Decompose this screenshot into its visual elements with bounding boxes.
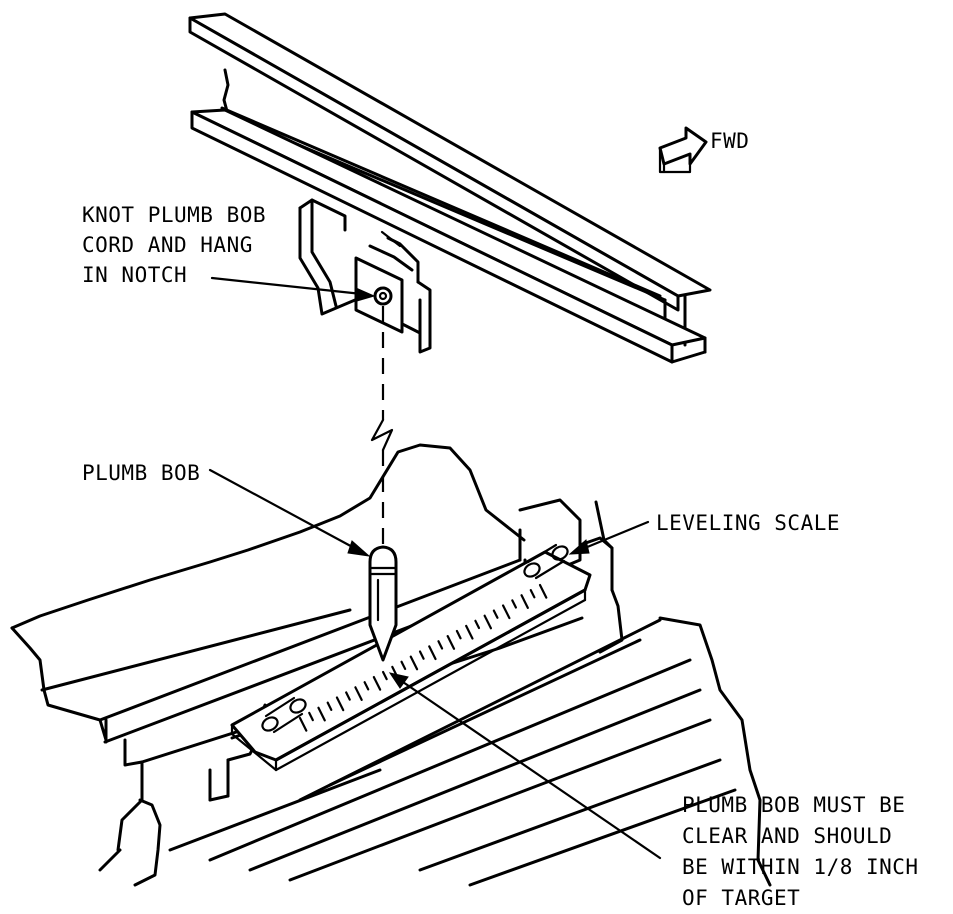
scale-tick [418, 650, 425, 660]
scale-tick [298, 716, 308, 732]
fwd-label: FWD [710, 129, 749, 153]
scale-tick [345, 691, 351, 701]
scale-tick [308, 711, 314, 722]
scale-tick [335, 696, 345, 712]
scale-tick [381, 670, 388, 681]
plumb-bob [368, 545, 398, 662]
scale-tick [428, 645, 437, 661]
scale-tick [529, 589, 536, 599]
clearance-label-line-3: BE WITHIN 1/8 INCH [682, 855, 919, 879]
scale-tick [409, 655, 419, 671]
fwd-arrow-icon [658, 126, 708, 174]
scale-tick [446, 635, 456, 650]
scale-slot-left [261, 696, 307, 734]
scale-tick [474, 619, 481, 630]
clearance-label-line-2: CLEAR AND SHOULD [682, 824, 892, 848]
scale-tick [483, 614, 493, 630]
scale-tick [501, 604, 511, 620]
leader-lines [208, 276, 662, 860]
callout-knot: KNOT PLUMB BOB CORD AND HANG IN NOTCH [82, 203, 266, 287]
scale-tick [492, 609, 499, 619]
upper-i-beam [188, 12, 712, 364]
scale-tick [455, 629, 462, 640]
seat-track [98, 498, 772, 887]
scale-tick [400, 660, 407, 671]
knot-label-line-1: KNOT PLUMB BOB [82, 203, 266, 227]
scale-tick [317, 706, 326, 722]
plumb-bob-label: PLUMB BOB [82, 461, 200, 485]
floor-panel [10, 443, 527, 744]
scale-tick [363, 681, 370, 691]
scale-slot-right [523, 543, 569, 580]
scale-tick [354, 686, 363, 702]
scale-tick [372, 675, 382, 691]
leveling-scale-label: LEVELING SCALE [656, 511, 840, 535]
plumb-bob-cord [370, 306, 394, 555]
scale-ticks [298, 583, 548, 732]
scale-tick [326, 701, 333, 711]
scale-tick [520, 594, 529, 609]
knot-label-line-2: CORD AND HANG [82, 233, 253, 257]
knot-label-line-3: IN NOTCH [82, 263, 187, 287]
leveling-scale [230, 543, 592, 772]
scale-tick [465, 624, 474, 640]
scale-tick [511, 599, 518, 609]
scale-tick [538, 583, 548, 599]
clearance-label-line-4: OF TARGET [682, 886, 800, 910]
callout-clearance: PLUMB BOB MUST BE CLEAR AND SHOULD BE WI… [682, 793, 919, 910]
scale-tick [437, 640, 444, 650]
clearance-label-line-1: PLUMB BOB MUST BE [682, 793, 905, 817]
